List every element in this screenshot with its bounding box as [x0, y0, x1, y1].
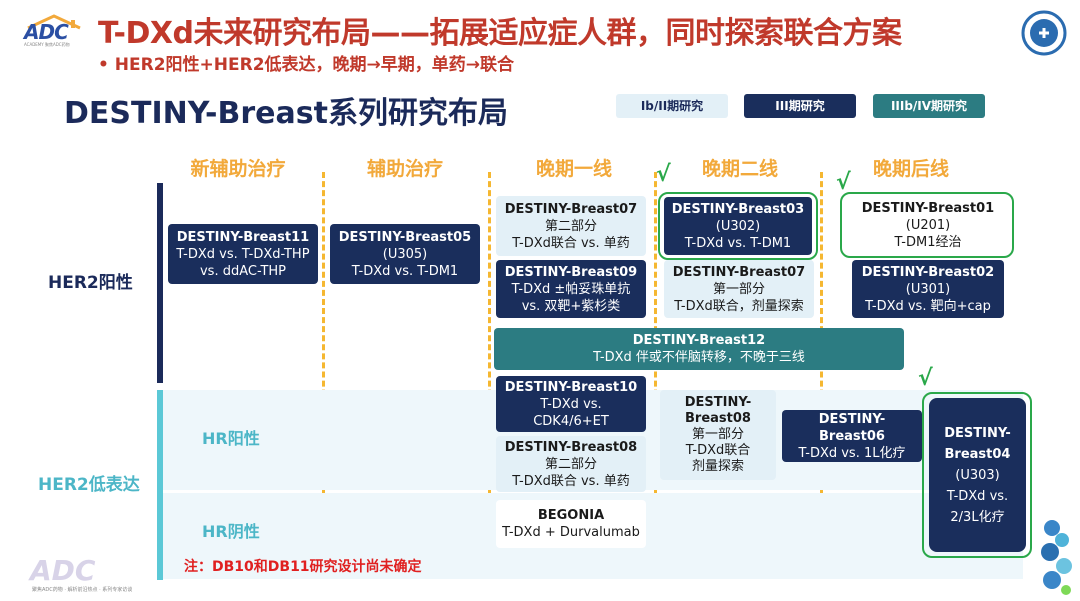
trial-line: 第一部分	[691, 427, 744, 442]
trial-name: Breast04	[944, 446, 1011, 462]
trial-name: DESTINY-Breast01	[861, 200, 995, 216]
trial-box-db03: DESTINY-Breast03 (U302) T-DXd vs. T-DM1	[664, 197, 812, 255]
organization-seal-icon	[1021, 10, 1067, 56]
trial-box-db10: DESTINY-Breast10 T-DXd vs. CDK4/6+ET	[496, 376, 646, 432]
trial-line: T-DXd联合 vs. 单药	[512, 235, 630, 251]
trial-line: (U303)	[955, 467, 1000, 483]
trial-line: T-DXd vs. 靶向+cap	[865, 298, 991, 314]
molecule-illustration-icon	[1041, 520, 1072, 595]
column-divider	[820, 172, 823, 577]
trial-line: T-DXd vs. 1L化疗	[798, 445, 906, 461]
her2-positive-bar	[157, 183, 163, 383]
trial-line: vs. 双靶+紫杉类	[521, 298, 621, 314]
trial-line: T-DXd vs. T-DXd-THP	[176, 246, 310, 262]
trial-name: DESTINY-Breast08	[504, 439, 638, 455]
trial-box-db05: DESTINY-Breast05 (U305) T-DXd vs. T-DM1	[330, 224, 480, 284]
trial-line: 2/3L化疗	[950, 509, 1005, 525]
trial-line: T-DXd 伴或不伴脑转移，不晚于三线	[593, 350, 805, 365]
check-icon: √	[836, 170, 851, 195]
trial-line: T-DXd vs.	[540, 396, 602, 412]
page-title: T-DXd未来研究布局——拓展适应症人群，同时探索联合方案	[98, 16, 902, 51]
trial-name: DESTINY-Breast12	[632, 333, 766, 348]
trial-name: DESTINY-Breast09	[504, 264, 638, 280]
logo-subtext: ACADEMY 聚焦ADC药物	[24, 42, 70, 47]
trial-box-db11: DESTINY-Breast11 T-DXd vs. T-DXd-THP vs.…	[168, 224, 318, 284]
trial-name: DESTINY-Breast07	[672, 264, 806, 280]
trial-line: (U305)	[382, 246, 428, 262]
row-label-her2-positive: HER2阳性	[48, 273, 133, 293]
logo-house-icon	[27, 14, 81, 30]
column-header-neoadjuvant: 新辅助治疗	[190, 158, 286, 180]
check-icon: √	[656, 162, 671, 187]
trial-box-db12: DESTINY-Breast12 T-DXd 伴或不伴脑转移，不晚于三线	[494, 328, 904, 370]
trial-line: T-DXd联合 vs. 单药	[512, 473, 630, 489]
subtitle-bullet: • HER2阳性+HER2低表达，晚期→早期，单药→联合	[98, 55, 515, 75]
trial-name: DESTINY-Breast02	[861, 264, 995, 280]
trial-name: BEGONIA	[537, 508, 605, 523]
her2-low-bar	[157, 390, 163, 580]
trial-line: T-DXd联合，剂量探索	[674, 298, 804, 314]
trial-line: T-DM1经治	[894, 234, 962, 250]
trial-line: T-DXd vs. T-DM1	[684, 235, 792, 251]
trial-line: 剂量探索	[691, 459, 744, 474]
trial-name: DESTINY-Breast06	[818, 411, 886, 444]
footer-watermark: ADC	[30, 554, 96, 587]
trial-box-db01: DESTINY-Breast01 (U201) T-DM1经治	[848, 197, 1008, 253]
trial-box-db06: DESTINY-Breast06 T-DXd vs. 1L化疗	[782, 410, 922, 462]
legend-phase-3b-4: IIIb/IV期研究	[873, 94, 985, 118]
trial-line: (U301)	[905, 281, 951, 297]
legend-phase-1-2: Ib/II期研究	[616, 94, 728, 118]
trial-name: DESTINY-Breast11	[176, 229, 310, 245]
check-icon: √	[918, 366, 933, 391]
column-divider	[488, 172, 491, 577]
legend-phase-3: III期研究	[744, 94, 856, 118]
logo-text: ADC	[24, 20, 69, 44]
trial-line: T-DXd vs. T-DM1	[351, 263, 459, 279]
trial-name: Breast08	[685, 411, 751, 426]
trial-line: vs. ddAC-THP	[199, 263, 287, 279]
footnote: 注：DB10和DB11研究设计尚未确定	[184, 559, 422, 575]
trial-line: (U201)	[905, 217, 951, 233]
trial-line: T-DXd vs.	[946, 488, 1009, 504]
trial-box-db08-part1: DESTINY- Breast08 第一部分 T-DXd联合 剂量探索	[660, 390, 776, 480]
trial-box-db02: DESTINY-Breast02 (U301) T-DXd vs. 靶向+cap	[852, 260, 1004, 318]
row-label-her2-low: HER2低表达	[38, 475, 140, 495]
trial-line: CDK4/6+ET	[533, 413, 609, 429]
column-header-adjuvant: 辅助治疗	[366, 158, 443, 180]
trial-box-db07-part2: DESTINY-Breast07 第二部分 T-DXd联合 vs. 单药	[496, 196, 646, 256]
column-header-first-line: 晚期一线	[535, 158, 612, 180]
trial-box-db04: DESTINY- Breast04 (U303) T-DXd vs. 2/3L化…	[929, 398, 1026, 552]
trial-name: DESTINY-	[684, 395, 752, 410]
trial-box-begonia: BEGONIA T-DXd + Durvalumab	[496, 500, 646, 548]
approved-highlight-ring	[658, 192, 818, 260]
trial-line: T-DXd ±帕妥珠单抗	[511, 281, 631, 297]
footer-text: 聚焦ADC药物 · 解析前沿热点 · 系列专家访谈	[32, 587, 133, 593]
trial-box-db08-part2: DESTINY-Breast08 第二部分 T-DXd联合 vs. 单药	[496, 436, 646, 492]
trial-name: DESTINY-Breast07	[504, 201, 638, 217]
section-title: DESTINY-Breast系列研究布局	[64, 96, 508, 131]
column-header-second-line: 晚期二线	[701, 158, 778, 180]
trial-name: DESTINY-	[944, 425, 1011, 441]
trial-box-db07-part1: DESTINY-Breast07 第一部分 T-DXd联合，剂量探索	[664, 260, 814, 318]
trial-box-db09: DESTINY-Breast09 T-DXd ±帕妥珠单抗 vs. 双靶+紫杉类	[496, 260, 646, 318]
row-label-hr-negative: HR阴性	[202, 522, 260, 541]
row-label-hr-positive: HR阳性	[202, 429, 260, 448]
trial-name: DESTINY-Breast05	[338, 229, 472, 245]
column-divider	[322, 172, 325, 577]
trial-name: DESTINY-Breast03	[671, 201, 805, 217]
trial-line: 第二部分	[544, 456, 597, 472]
trial-line: 第二部分	[544, 218, 597, 234]
approved-highlight-ring	[840, 192, 1014, 258]
trial-line: T-DXd联合	[685, 443, 751, 458]
trial-line: (U302)	[715, 218, 761, 234]
approved-highlight-ring	[922, 392, 1032, 558]
trial-name: DESTINY-Breast10	[504, 379, 638, 395]
column-divider	[654, 172, 657, 577]
trial-line: T-DXd + Durvalumab	[502, 525, 640, 540]
trial-line: 第一部分	[712, 281, 765, 297]
column-header-later-line: 晚期后线	[872, 158, 949, 180]
